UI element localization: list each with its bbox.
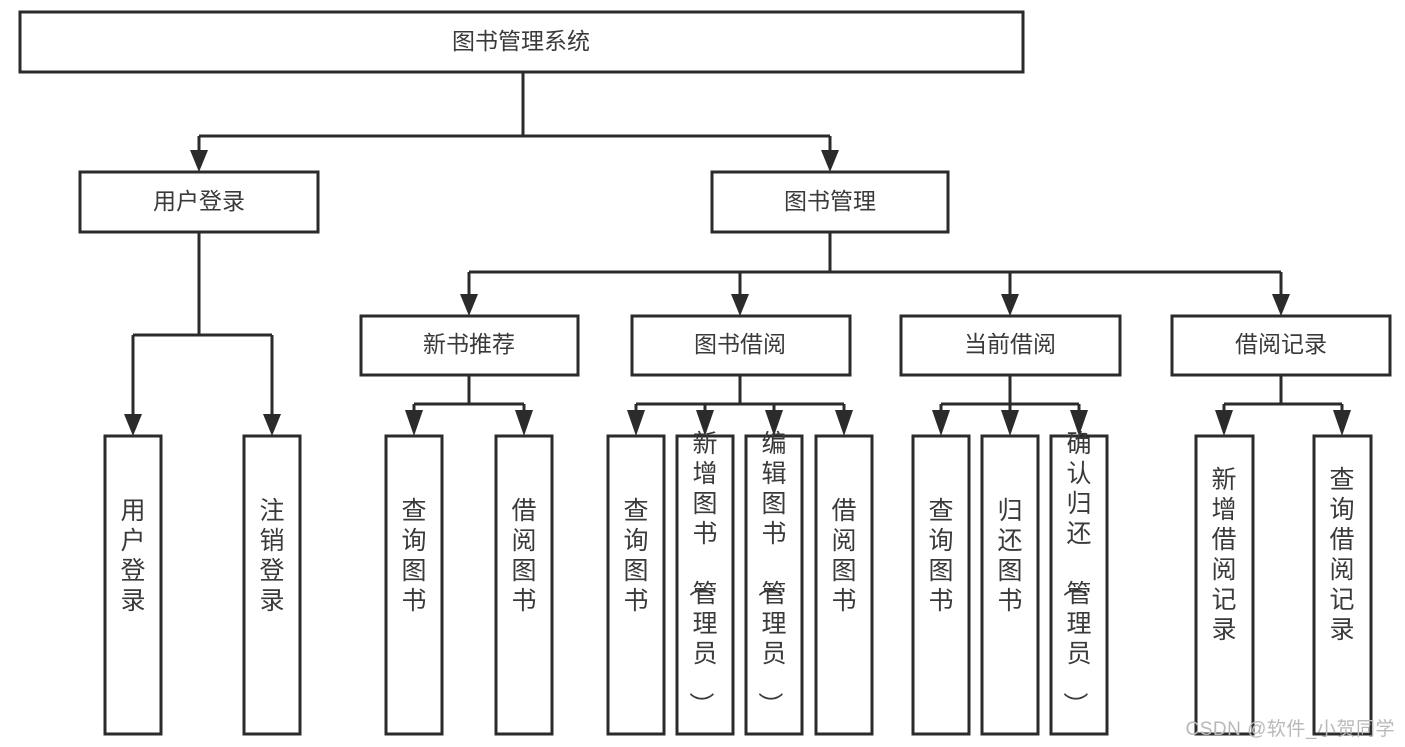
node-new-book-recommend-box[interactable] <box>359 314 580 377</box>
leaf-confirm-return-box[interactable] <box>1049 434 1109 736</box>
arrow-head-user-login <box>190 150 208 172</box>
node-root-book-management-system[interactable]: 图书管理系统 <box>18 10 1025 74</box>
node-root-box[interactable] <box>18 10 1025 74</box>
connector-layer <box>124 72 1351 436</box>
arrow-head-leaf-logout-login <box>263 414 281 436</box>
leaf-return-book-label: 归还图书 <box>997 497 1022 615</box>
leaf-add-record-label: 新增借阅记录 <box>1211 466 1236 644</box>
node-borrow-record-label: 借阅记录 <box>1235 331 1327 357</box>
arrow-head-new-book-recommend <box>460 294 478 316</box>
arrow-head-leaf-borrow-book-1 <box>515 410 533 436</box>
node-current-borrow[interactable]: 当前借阅 <box>899 314 1122 377</box>
leaf-add-book-box[interactable] <box>675 434 735 736</box>
leaf-query-book-1-box[interactable] <box>384 434 444 736</box>
leaf-node-add-record[interactable]: 新增借阅记录 <box>1194 434 1255 736</box>
leaf-node-borrow-book-2[interactable]: 借阅图书 <box>814 434 874 736</box>
arrow-head-book-management <box>821 150 839 172</box>
leaf-query-book-1-label: 查询图书 <box>401 497 426 615</box>
arrow-head-leaf-add-record <box>1215 410 1233 436</box>
leaf-node-return-book[interactable]: 归还图书 <box>980 434 1040 736</box>
leaf-return-book-box[interactable] <box>980 434 1040 736</box>
node-user-login[interactable]: 用户登录 <box>78 170 320 234</box>
leaf-confirm-return-label: 确认归还（管理员） <box>1060 430 1091 717</box>
leaf-edit-book-label: 编辑图书（管理员） <box>755 430 786 717</box>
arrow-head-leaf-query-book-3 <box>932 410 950 436</box>
arrow-head-leaf-return-book <box>1001 410 1019 436</box>
arrow-head-borrow-record <box>1272 294 1290 316</box>
leaf-logout-login-box[interactable] <box>242 434 302 736</box>
leaf-query-book-3-box[interactable] <box>911 434 971 736</box>
leaf-add-book-label: 新增图书（管理员） <box>686 430 717 717</box>
arrow-head-leaf-add-book <box>696 410 714 436</box>
leaf-logout-login-label: 注销登录 <box>259 497 284 615</box>
node-book-borrow-label: 图书借阅 <box>694 331 786 357</box>
node-new-book-recommend[interactable]: 新书推荐 <box>359 314 580 377</box>
arrow-head-leaf-query-book-1 <box>405 410 423 436</box>
leaf-node-user-login[interactable]: 用户登录 <box>103 434 163 736</box>
arrow-head-leaf-edit-book <box>765 410 783 436</box>
leaf-node-confirm-return[interactable]: 确认归还（管理员） <box>1049 430 1109 736</box>
node-borrow-record-box[interactable] <box>1170 314 1392 377</box>
node-borrow-record[interactable]: 借阅记录 <box>1170 314 1392 377</box>
node-new-book-recommend-label: 新书推荐 <box>423 331 515 357</box>
leaf-user-login-label: 用户登录 <box>120 497 145 615</box>
node-user-login-box[interactable] <box>78 170 320 234</box>
leaf-query-book-3-label: 查询图书 <box>928 497 953 615</box>
leaf-add-record-box[interactable] <box>1194 434 1255 736</box>
arrow-head-leaf-user-login <box>124 414 142 436</box>
arrow-head-leaf-query-record <box>1333 410 1351 436</box>
leaf-node-borrow-book-1[interactable]: 借阅图书 <box>494 434 554 736</box>
arrow-head-leaf-borrow-book-2 <box>835 410 853 436</box>
leaf-edit-book-box[interactable] <box>744 434 804 736</box>
leaf-query-book-2-box[interactable] <box>606 434 666 736</box>
node-book-management-label: 图书管理 <box>784 188 876 214</box>
arrow-head-current-borrow <box>1001 294 1019 316</box>
leaf-query-book-2-label: 查询图书 <box>623 497 648 615</box>
arrow-head-book-borrow <box>731 294 749 316</box>
leaf-node-query-book-2[interactable]: 查询图书 <box>606 434 666 736</box>
node-user-login-label: 用户登录 <box>153 188 245 214</box>
leaf-borrow-book-2-label: 借阅图书 <box>831 497 856 615</box>
node-root-label: 图书管理系统 <box>452 28 590 54</box>
leaf-borrow-book-2-box[interactable] <box>814 434 874 736</box>
arrow-head-leaf-confirm-return <box>1070 410 1088 436</box>
node-book-management-box[interactable] <box>710 170 950 234</box>
leaf-user-login-box[interactable] <box>103 434 163 736</box>
node-current-borrow-label: 当前借阅 <box>964 331 1056 357</box>
arrow-head-leaf-query-book-2 <box>627 410 645 436</box>
leaf-node-add-book[interactable]: 新增图书（管理员） <box>675 430 735 736</box>
leaf-query-record-box[interactable] <box>1312 434 1373 736</box>
node-book-borrow-box[interactable] <box>630 314 852 377</box>
leaf-borrow-book-1-box[interactable] <box>494 434 554 736</box>
node-current-borrow-box[interactable] <box>899 314 1122 377</box>
leaf-node-query-book-3[interactable]: 查询图书 <box>911 434 971 736</box>
node-book-management[interactable]: 图书管理 <box>710 170 950 234</box>
leaf-query-record-label: 查询借阅记录 <box>1329 466 1354 644</box>
leaf-node-query-record[interactable]: 查询借阅记录 <box>1312 434 1373 736</box>
leaf-borrow-book-1-label: 借阅图书 <box>511 497 536 615</box>
leaf-node-edit-book[interactable]: 编辑图书（管理员） <box>744 430 804 736</box>
leaf-node-query-book-1[interactable]: 查询图书 <box>384 434 444 736</box>
node-book-borrow[interactable]: 图书借阅 <box>630 314 852 377</box>
leaf-node-logout-login[interactable]: 注销登录 <box>242 434 302 736</box>
